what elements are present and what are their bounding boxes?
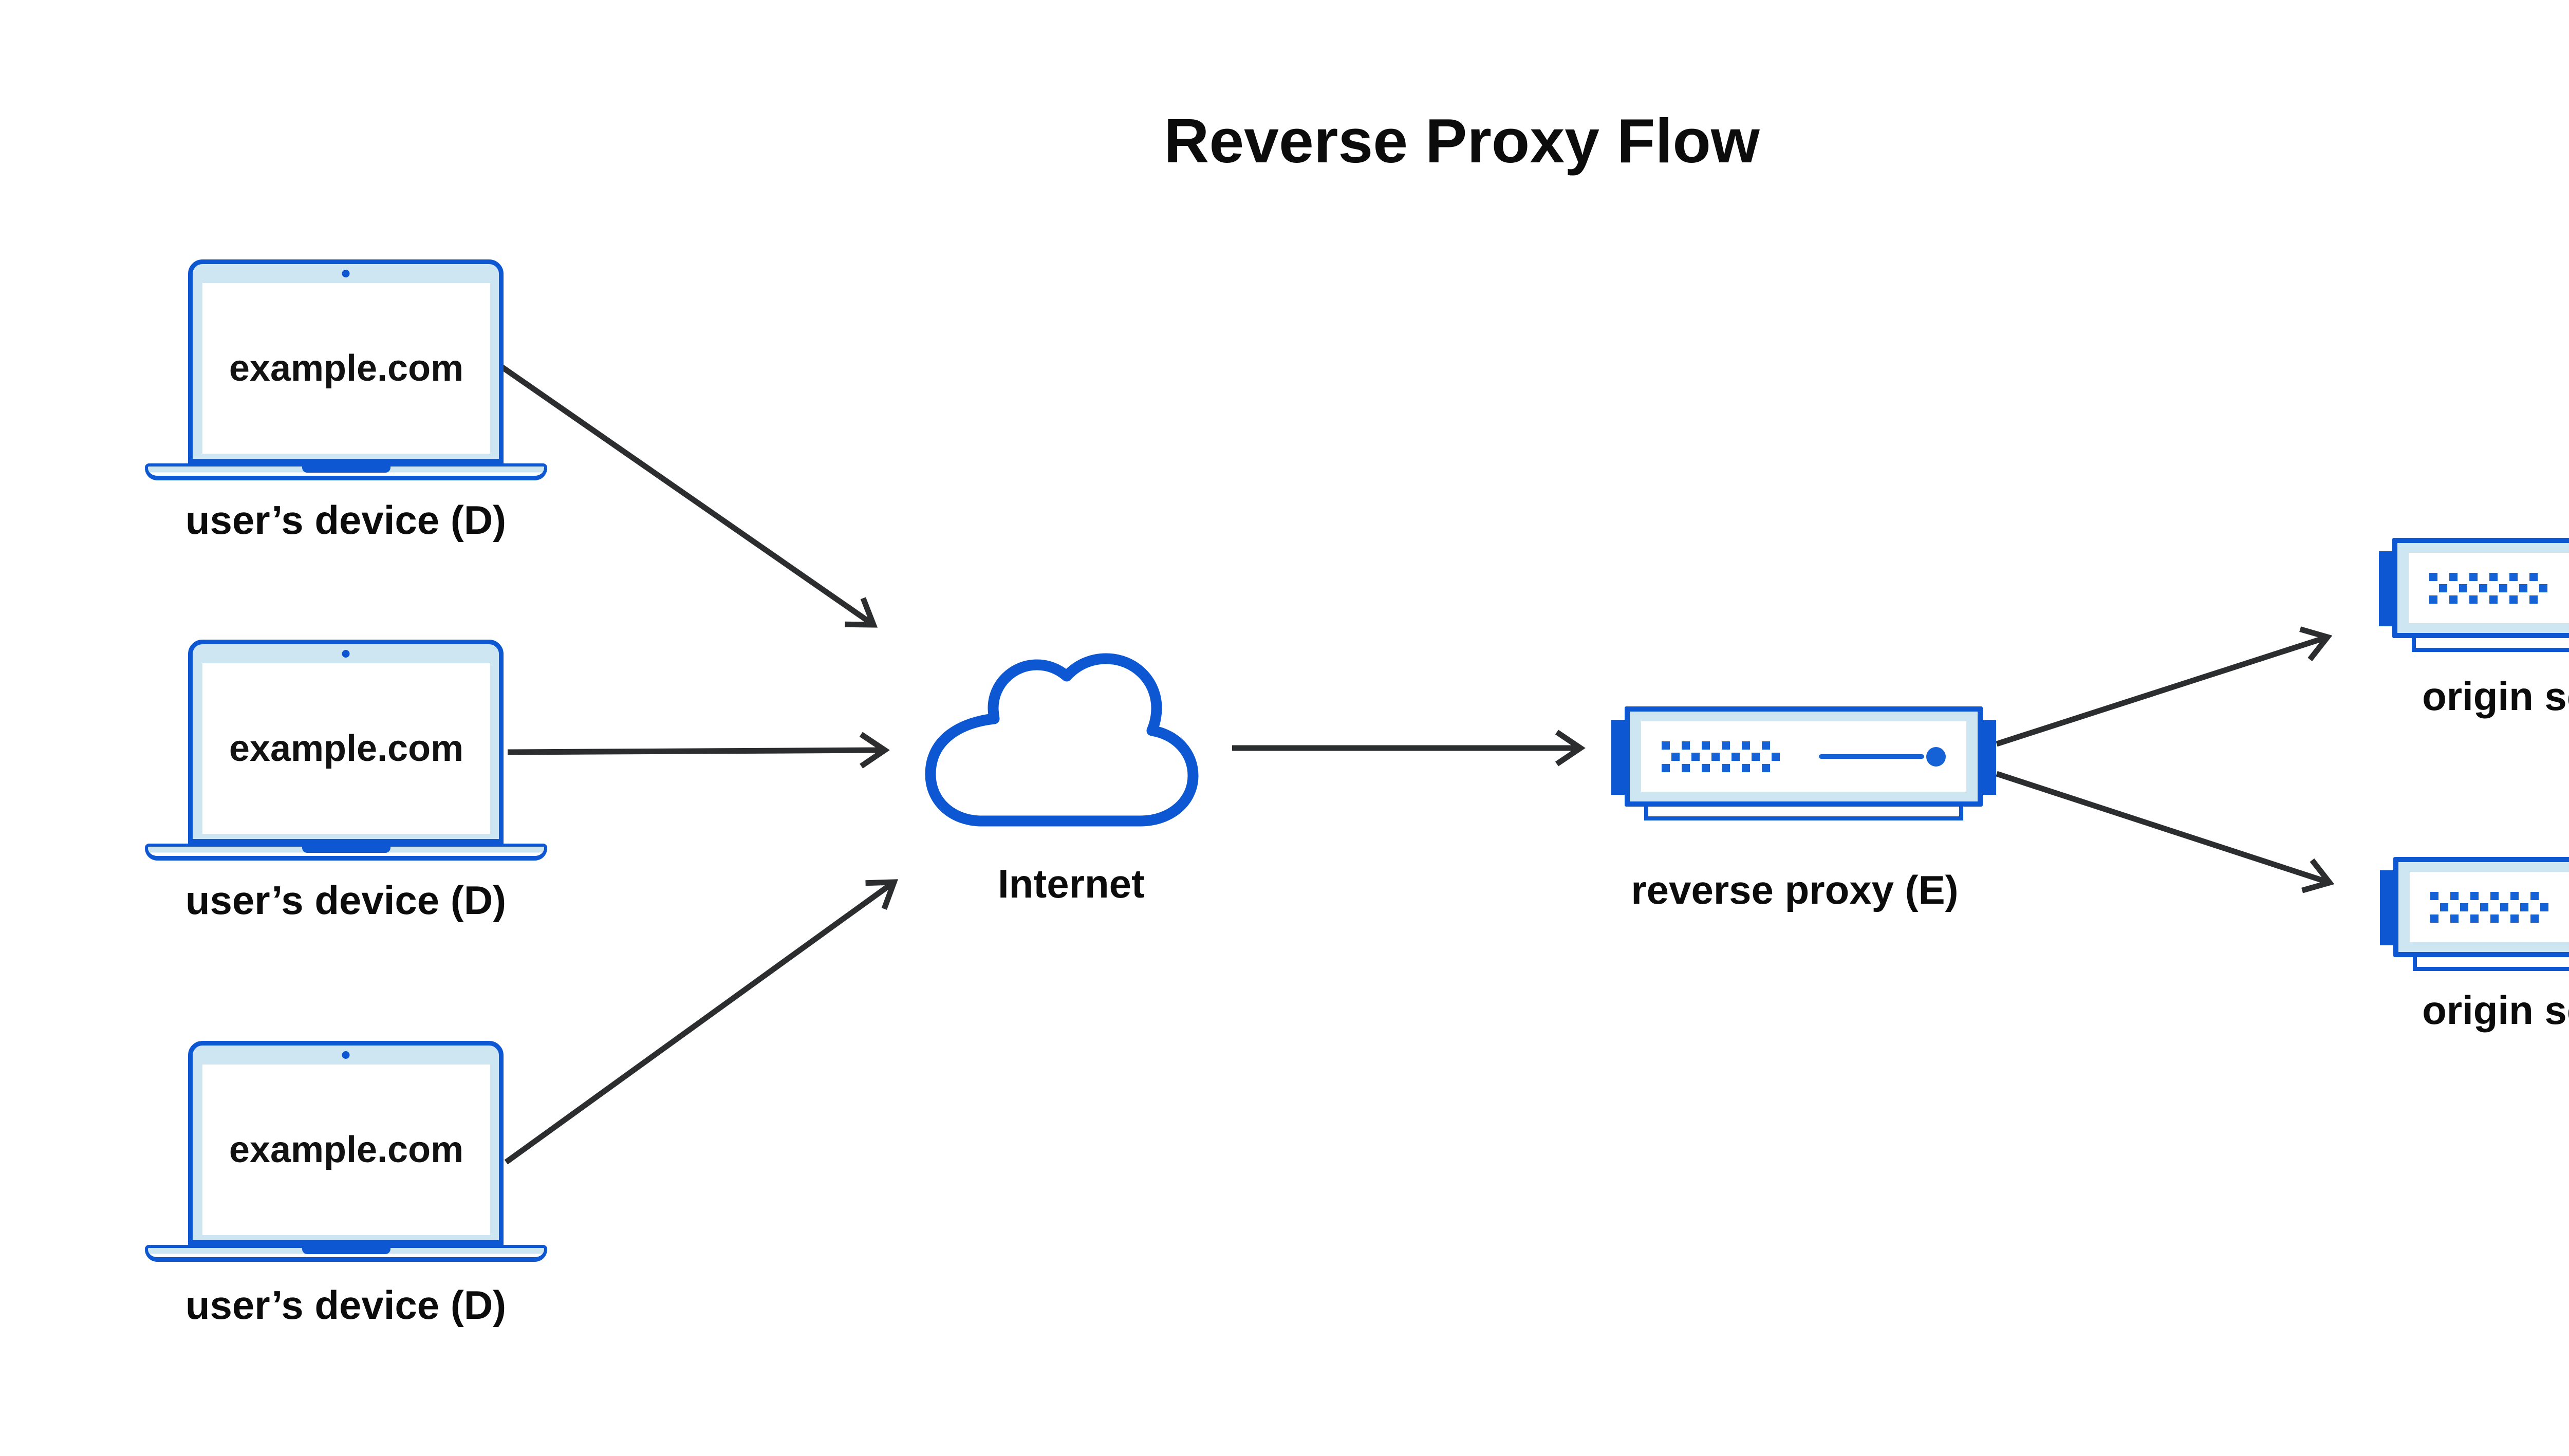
server-slot-line (1819, 754, 1924, 759)
laptop-screen: example.com (188, 1041, 504, 1245)
server-body (2392, 538, 2569, 638)
arrow-proxy-to-origin2 (1996, 771, 2335, 893)
internet-label: Internet (997, 861, 1145, 906)
origin1-label: origin server (F) (2422, 674, 2569, 719)
vent-dots-icon (2430, 891, 2548, 923)
server-faceplate (2409, 553, 2569, 623)
laptop-display: example.com (202, 663, 490, 834)
laptop-camera-dot (342, 1051, 350, 1059)
server-icon-reverse-proxy (1611, 706, 1996, 820)
laptop-camera-dot (342, 270, 350, 277)
server-body (2393, 857, 2569, 957)
arrow-device3-to-internet (504, 879, 898, 1165)
server-faceplate (2410, 872, 2569, 942)
server-icon-origin2 (2380, 857, 2569, 971)
laptop-base (145, 1245, 547, 1262)
laptop-icon-device3: example.com (145, 1041, 547, 1262)
laptop-notch (302, 846, 390, 853)
arrow-device1-to-internet (499, 364, 878, 628)
laptop-display: example.com (202, 283, 490, 454)
laptop-base (145, 463, 547, 480)
device2-label: user’s device (D) (185, 878, 507, 923)
device1-label: user’s device (D) (185, 497, 507, 543)
internet-cloud-icon (925, 653, 1199, 827)
laptop-camera-dot (342, 650, 350, 658)
server-body (1625, 706, 1983, 807)
vent-dots-icon (1662, 741, 1780, 772)
server-faceplate (1641, 721, 1966, 792)
arrow-proxy-to-origin1 (1996, 626, 2333, 747)
laptop-display: example.com (202, 1065, 490, 1235)
device3-label: user’s device (D) (185, 1282, 507, 1328)
laptop-notch (302, 465, 390, 473)
server-icon-origin1 (2379, 538, 2569, 652)
laptop-icon-device2: example.com (145, 640, 547, 861)
laptop-screen: example.com (188, 640, 504, 844)
proxy-label: reverse proxy (E) (1631, 867, 1959, 912)
screen-url-text: example.com (229, 1129, 464, 1170)
laptop-notch (302, 1247, 390, 1254)
laptop-screen: example.com (188, 259, 504, 463)
page-title: Reverse Proxy Flow (1164, 106, 1760, 176)
vent-dots-icon (2429, 572, 2547, 604)
origin2-label: origin server (F) (2422, 987, 2569, 1033)
arrow-device2-to-internet (507, 732, 890, 769)
laptop-base (145, 844, 547, 861)
server-led-dot (1926, 746, 1946, 767)
screen-url-text: example.com (229, 348, 464, 389)
laptop-icon-device1: example.com (145, 259, 547, 480)
screen-url-text: example.com (229, 728, 464, 769)
